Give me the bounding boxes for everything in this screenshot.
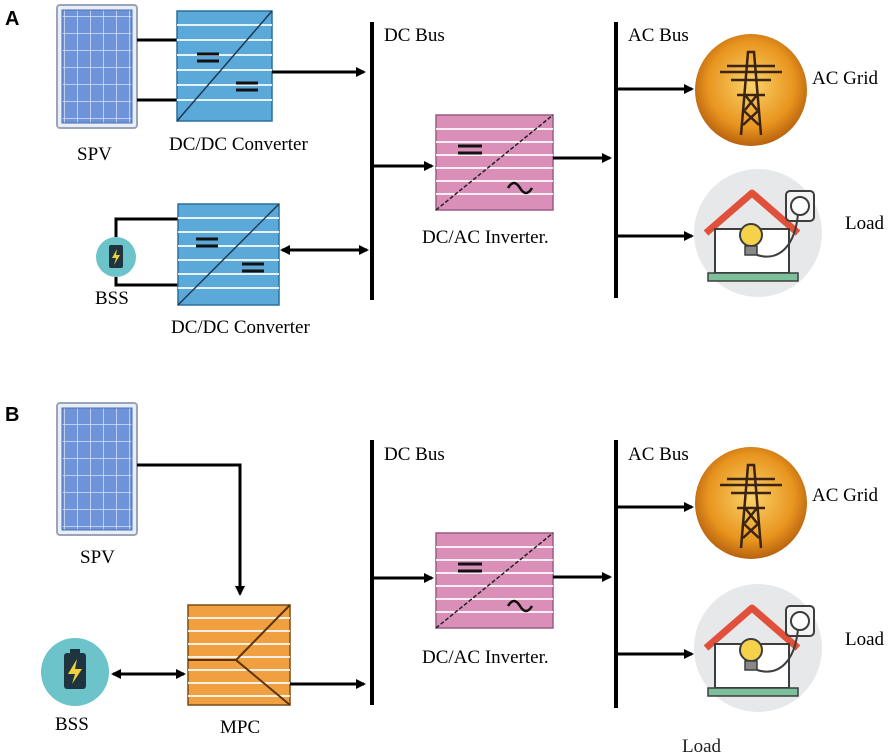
inverter-label: DC/AC Inverter. xyxy=(422,227,549,248)
mpc-block xyxy=(187,604,291,706)
load-house-icon xyxy=(694,169,822,297)
bss-battery-icon-b xyxy=(41,638,109,706)
bss-label-b: BSS xyxy=(55,714,89,735)
panel-a: A SPV DC/DC Converter xyxy=(5,4,885,338)
bss-label: BSS xyxy=(95,288,129,309)
ac-grid-label-b: AC Grid xyxy=(812,485,878,506)
ac-bus-label-b: AC Bus xyxy=(628,444,689,465)
dcdc-converter-top-block xyxy=(176,10,273,122)
ac-grid-tower-icon xyxy=(695,34,807,146)
ac-grid-tower-icon-b xyxy=(695,447,807,559)
mpc-label: MPC xyxy=(220,717,260,738)
spv-to-mpc-arrow xyxy=(137,463,245,596)
ac-bus-label: AC Bus xyxy=(628,25,689,46)
bss-to-converter-line-bottom xyxy=(114,277,178,287)
load-house-icon-b xyxy=(694,584,822,712)
panel-b-letter: B xyxy=(5,404,19,426)
dc-bus-label-b: DC Bus xyxy=(384,444,445,465)
bss-battery-icon xyxy=(96,237,136,277)
ac-grid-label: AC Grid xyxy=(812,68,878,89)
dc-bus-label: DC Bus xyxy=(384,25,445,46)
dcdc-bottom-label: DC/DC Converter xyxy=(171,317,310,338)
load-label-cropped: Load xyxy=(682,736,722,752)
spv-label: SPV xyxy=(77,144,112,165)
panel-b: B SPV BSS MP xyxy=(5,402,885,752)
load-label-b: Load xyxy=(845,629,885,650)
dcac-inverter-block-b xyxy=(435,532,554,629)
spv-label-b: SPV xyxy=(80,547,115,568)
dcdc-top-label: DC/DC Converter xyxy=(169,134,308,155)
dcac-inverter-block xyxy=(435,114,554,211)
panel-a-letter: A xyxy=(5,8,19,30)
dcdc-converter-bottom-block xyxy=(177,203,280,306)
bss-to-converter-line-top xyxy=(114,217,178,237)
spv-solar-panel-icon xyxy=(56,4,138,129)
spv-solar-panel-icon-b xyxy=(56,402,138,536)
load-label: Load xyxy=(845,213,885,234)
inverter-label-b: DC/AC Inverter. xyxy=(422,647,549,668)
